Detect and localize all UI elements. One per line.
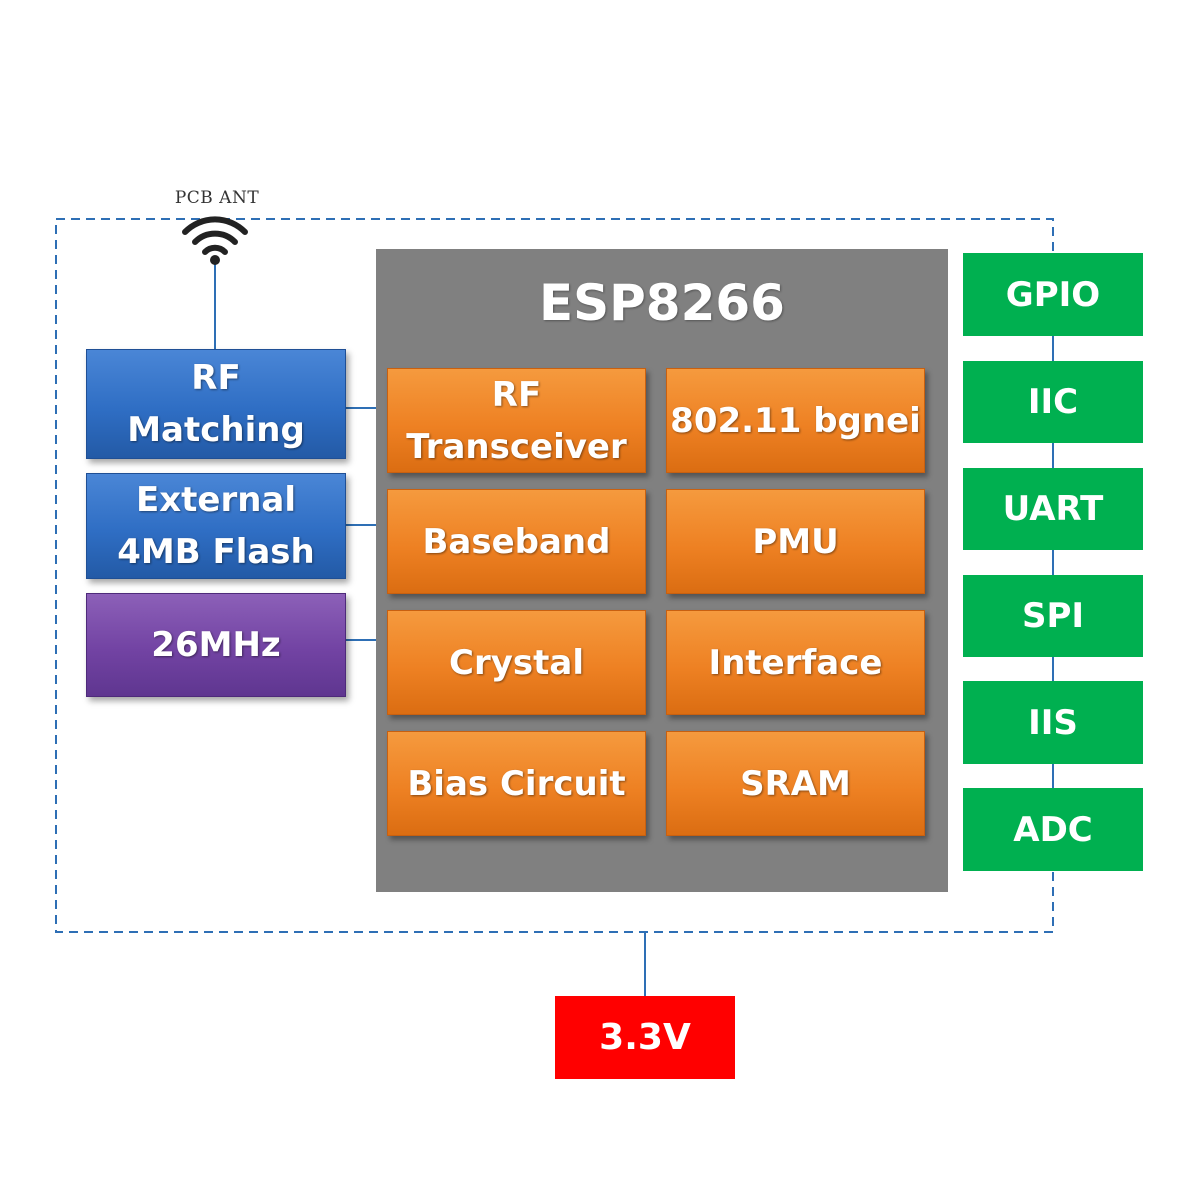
rf-matching-line-2: Matching [127,410,305,450]
baseband-label: Baseband [422,521,611,562]
chip-title: ESP8266 [539,274,785,332]
interface-uart: UART [963,468,1143,550]
rf-transceiver-block: RF Transceiver [387,368,646,473]
interface-iic-label: IIC [1027,382,1079,422]
wifi-standard-block: 802.11 bgnei [666,368,925,473]
rf-matching-block: RF Matching [86,349,346,459]
crystal-block: Crystal [387,610,646,715]
rf-transceiver-line-1: RF [491,374,542,415]
bias-circuit-label: Bias Circuit [407,763,626,804]
power-supply-label: 3.3V [599,1017,691,1058]
sram-block: SRAM [666,731,925,836]
power-supply-block: 3.3V [555,996,735,1079]
bias-circuit-block: Bias Circuit [387,731,646,836]
pmu-block: PMU [666,489,925,594]
interface-adc: ADC [963,788,1143,871]
interface-spi: SPI [963,575,1143,657]
interface-iic: IIC [963,361,1143,443]
antenna-wifi-icon [182,216,248,265]
wifi-standard-label: 802.11 bgnei [670,400,921,441]
interface-iis: IIS [963,681,1143,764]
antenna-label: PCB ANT [174,188,260,208]
pmu-label: PMU [752,521,839,562]
interface-uart-label: UART [1002,489,1104,529]
rf-transceiver-line-2: Transceiver [406,426,627,467]
interface-gpio: GPIO [963,253,1143,336]
interface-adc-label: ADC [1013,809,1093,850]
rf-matching-line-1: RF [191,358,241,398]
interface-block: Interface [666,610,925,715]
baseband-block: Baseband [387,489,646,594]
external-flash-line-1: External [135,480,297,520]
interface-spi-label: SPI [1021,596,1085,636]
interface-iis-label: IIS [1028,702,1078,743]
crystal-26mhz-block: 26MHz [86,593,346,697]
sram-label: SRAM [740,763,851,804]
crystal-label: Crystal [449,642,584,683]
crystal-26mhz-label: 26MHz [151,625,281,665]
external-flash-line-2: 4MB Flash [117,532,315,572]
external-flash-block: External 4MB Flash [86,473,346,579]
interface-label: Interface [708,642,883,683]
interface-gpio-label: GPIO [1005,274,1101,315]
